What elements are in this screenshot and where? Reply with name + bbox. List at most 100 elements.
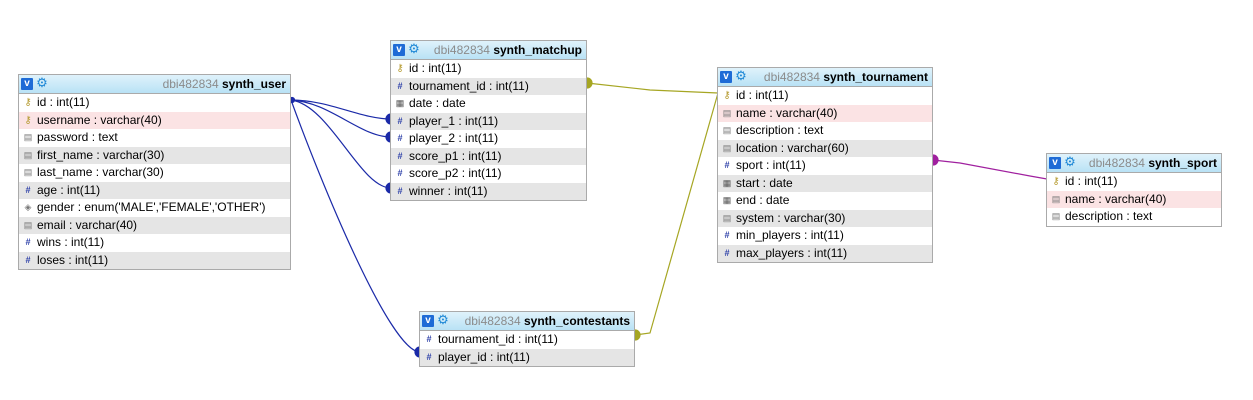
table-synth-user[interactable]: v ⚙ dbi482834 synth_user ⚷id : int(11)⚷u… bbox=[18, 74, 291, 270]
table-name: synth_user bbox=[221, 77, 286, 91]
column-row[interactable]: # winner : int(11) bbox=[391, 182, 586, 200]
column-label: loses : int(11) bbox=[37, 252, 109, 267]
checkbox-icon[interactable]: v bbox=[422, 315, 434, 327]
checkbox-icon[interactable]: v bbox=[21, 78, 33, 90]
column-row[interactable]: #wins : int(11) bbox=[19, 234, 290, 252]
column-label: email : varchar(40) bbox=[37, 217, 138, 232]
column-list: ⚷id : int(11)▤name : varchar(40)▤descrip… bbox=[1047, 173, 1221, 226]
relation-user-player1 bbox=[290, 99, 392, 120]
text-icon: ▤ bbox=[722, 107, 732, 118]
relation-end-cap bbox=[586, 77, 593, 89]
column-row[interactable]: #player_1 : int(11) bbox=[391, 112, 586, 130]
column-row[interactable]: #player_2 : int(11) bbox=[391, 130, 586, 148]
table-name: synth_matchup bbox=[493, 43, 582, 57]
column-row[interactable]: ⚷id : int(11) bbox=[391, 60, 586, 78]
table-header[interactable]: v ⚙ dbi482834 synth_user bbox=[19, 75, 290, 94]
checkbox-icon[interactable]: v bbox=[393, 44, 405, 56]
table-header[interactable]: v ⚙ dbi482834 synth_matchup bbox=[391, 41, 586, 60]
column-label: player_1 : int(11) bbox=[409, 113, 499, 128]
column-row[interactable]: #min_players : int(11) bbox=[718, 227, 932, 245]
text-icon: ▤ bbox=[722, 142, 732, 153]
column-row[interactable]: ▤ name : varchar(40) bbox=[718, 104, 932, 122]
text-icon: ▤ bbox=[23, 132, 33, 142]
column-row[interactable]: ▤ location : varchar(60) bbox=[718, 139, 932, 157]
gear-icon[interactable]: ⚙ bbox=[408, 41, 420, 56]
column-row[interactable]: #score_p1 : int(11) bbox=[391, 147, 586, 165]
column-label: name : varchar(40) bbox=[736, 105, 838, 120]
table-synth-matchup[interactable]: v ⚙ dbi482834 synth_matchup ⚷id : int(11… bbox=[390, 40, 587, 201]
gear-icon[interactable]: ⚙ bbox=[36, 75, 48, 90]
column-row[interactable]: #tournament_id : int(11) bbox=[420, 331, 634, 349]
number-icon: # bbox=[397, 80, 403, 91]
enum-icon: ◈ bbox=[24, 202, 32, 212]
relation-end-cap bbox=[385, 182, 392, 194]
date-icon: ▦ bbox=[722, 177, 732, 188]
database-name: dbi482834 bbox=[763, 70, 820, 84]
column-row[interactable]: #age : int(11) bbox=[19, 181, 290, 199]
column-list: ⚷id : int(11) # tournament_id : int(11) ▦ da… bbox=[391, 60, 586, 200]
column-row[interactable]: ⚷id : int(11) bbox=[1047, 173, 1221, 191]
table-header[interactable]: v ⚙ dbi482834 synth_tournament bbox=[718, 68, 932, 87]
tournament-relations bbox=[586, 77, 719, 341]
column-row[interactable]: ▤system : varchar(30) bbox=[718, 209, 932, 227]
column-label: tournament_id : int(11) bbox=[409, 78, 529, 93]
date-icon: ▦ bbox=[722, 195, 732, 205]
gear-icon[interactable]: ⚙ bbox=[1064, 154, 1076, 169]
relation-end-cap bbox=[634, 329, 641, 341]
column-row[interactable]: ▤last_name : varchar(30) bbox=[19, 164, 290, 182]
column-row[interactable]: ▦ date : date bbox=[391, 95, 586, 113]
table-header[interactable]: v ⚙ dbi482834 synth_sport bbox=[1047, 154, 1221, 173]
column-row[interactable]: ▤email : varchar(40) bbox=[19, 216, 290, 234]
checkbox-icon[interactable]: v bbox=[1049, 157, 1061, 169]
column-label: winner : int(11) bbox=[409, 183, 488, 198]
gear-icon[interactable]: ⚙ bbox=[735, 68, 747, 83]
column-row[interactable]: ▤description : text bbox=[718, 122, 932, 140]
number-icon: # bbox=[25, 237, 31, 247]
key-icon: ⚷ bbox=[24, 114, 32, 126]
column-row[interactable]: ▦start : date bbox=[718, 174, 932, 192]
number-icon: # bbox=[724, 160, 730, 170]
column-row[interactable]: ⚷id : int(11) bbox=[19, 94, 290, 112]
column-row[interactable]: #player_id : int(11) bbox=[420, 348, 634, 366]
column-row[interactable]: #max_players : int(11) bbox=[718, 244, 932, 262]
date-icon: ▦ bbox=[395, 98, 405, 108]
checkbox-icon[interactable]: v bbox=[720, 71, 732, 83]
column-row[interactable]: # tournament_id : int(11) bbox=[391, 77, 586, 95]
column-row[interactable]: #loses : int(11) bbox=[19, 251, 290, 269]
text-icon: ▤ bbox=[722, 125, 732, 135]
column-label: gender : enum('MALE','FEMALE','OTHER') bbox=[37, 200, 266, 214]
column-list: #tournament_id : int(11)#player_id : int… bbox=[420, 331, 634, 366]
number-icon: # bbox=[397, 185, 403, 196]
text-icon: ▤ bbox=[1051, 211, 1061, 221]
column-label: first_name : varchar(30) bbox=[37, 147, 165, 162]
column-row[interactable]: ▤name : varchar(40) bbox=[1047, 190, 1221, 208]
column-row[interactable]: ▤first_name : varchar(30) bbox=[19, 146, 290, 164]
column-row[interactable]: ▤description : text bbox=[1047, 208, 1221, 226]
column-row[interactable]: ◈ gender : enum('MALE','FEMALE','OTHER') bbox=[19, 199, 290, 217]
column-label: tournament_id : int(11) bbox=[438, 332, 558, 346]
table-header[interactable]: v ⚙ dbi482834 synth_contestants bbox=[420, 312, 634, 331]
column-label: max_players : int(11) bbox=[736, 245, 848, 260]
relation-end-cap bbox=[932, 154, 939, 166]
relation-end-cap bbox=[414, 346, 421, 358]
column-label: id : int(11) bbox=[409, 61, 462, 75]
column-row[interactable]: ▦ end : date bbox=[718, 192, 932, 210]
column-row[interactable]: #sport : int(11) bbox=[718, 157, 932, 175]
column-row[interactable]: #score_p2 : int(11) bbox=[391, 165, 586, 183]
relation-end-cap bbox=[385, 113, 392, 125]
column-row[interactable]: ⚷id : int(11) bbox=[718, 87, 932, 105]
table-name: synth_sport bbox=[1148, 156, 1217, 170]
column-row[interactable]: ⚷username : varchar(40) bbox=[19, 111, 290, 129]
column-row[interactable]: ▤password : text bbox=[19, 129, 290, 147]
table-synth-sport[interactable]: v ⚙ dbi482834 synth_sport ⚷id : int(11)▤… bbox=[1046, 153, 1222, 227]
table-synth-contestants[interactable]: v ⚙ dbi482834 synth_contestants #tournam… bbox=[419, 311, 635, 367]
column-label: location : varchar(60) bbox=[736, 140, 849, 155]
relation-user-winner bbox=[290, 99, 392, 189]
column-label: date : date bbox=[409, 96, 466, 110]
column-label: end : date bbox=[736, 193, 790, 207]
relation-tournament-contestants bbox=[634, 92, 719, 336]
gear-icon[interactable]: ⚙ bbox=[437, 312, 449, 327]
column-list: ⚷id : int(11)⚷username : varchar(40)▤pas… bbox=[19, 94, 290, 269]
table-synth-tournament[interactable]: v ⚙ dbi482834 synth_tournament ⚷id : int… bbox=[717, 67, 933, 263]
table-name: synth_tournament bbox=[823, 70, 928, 84]
